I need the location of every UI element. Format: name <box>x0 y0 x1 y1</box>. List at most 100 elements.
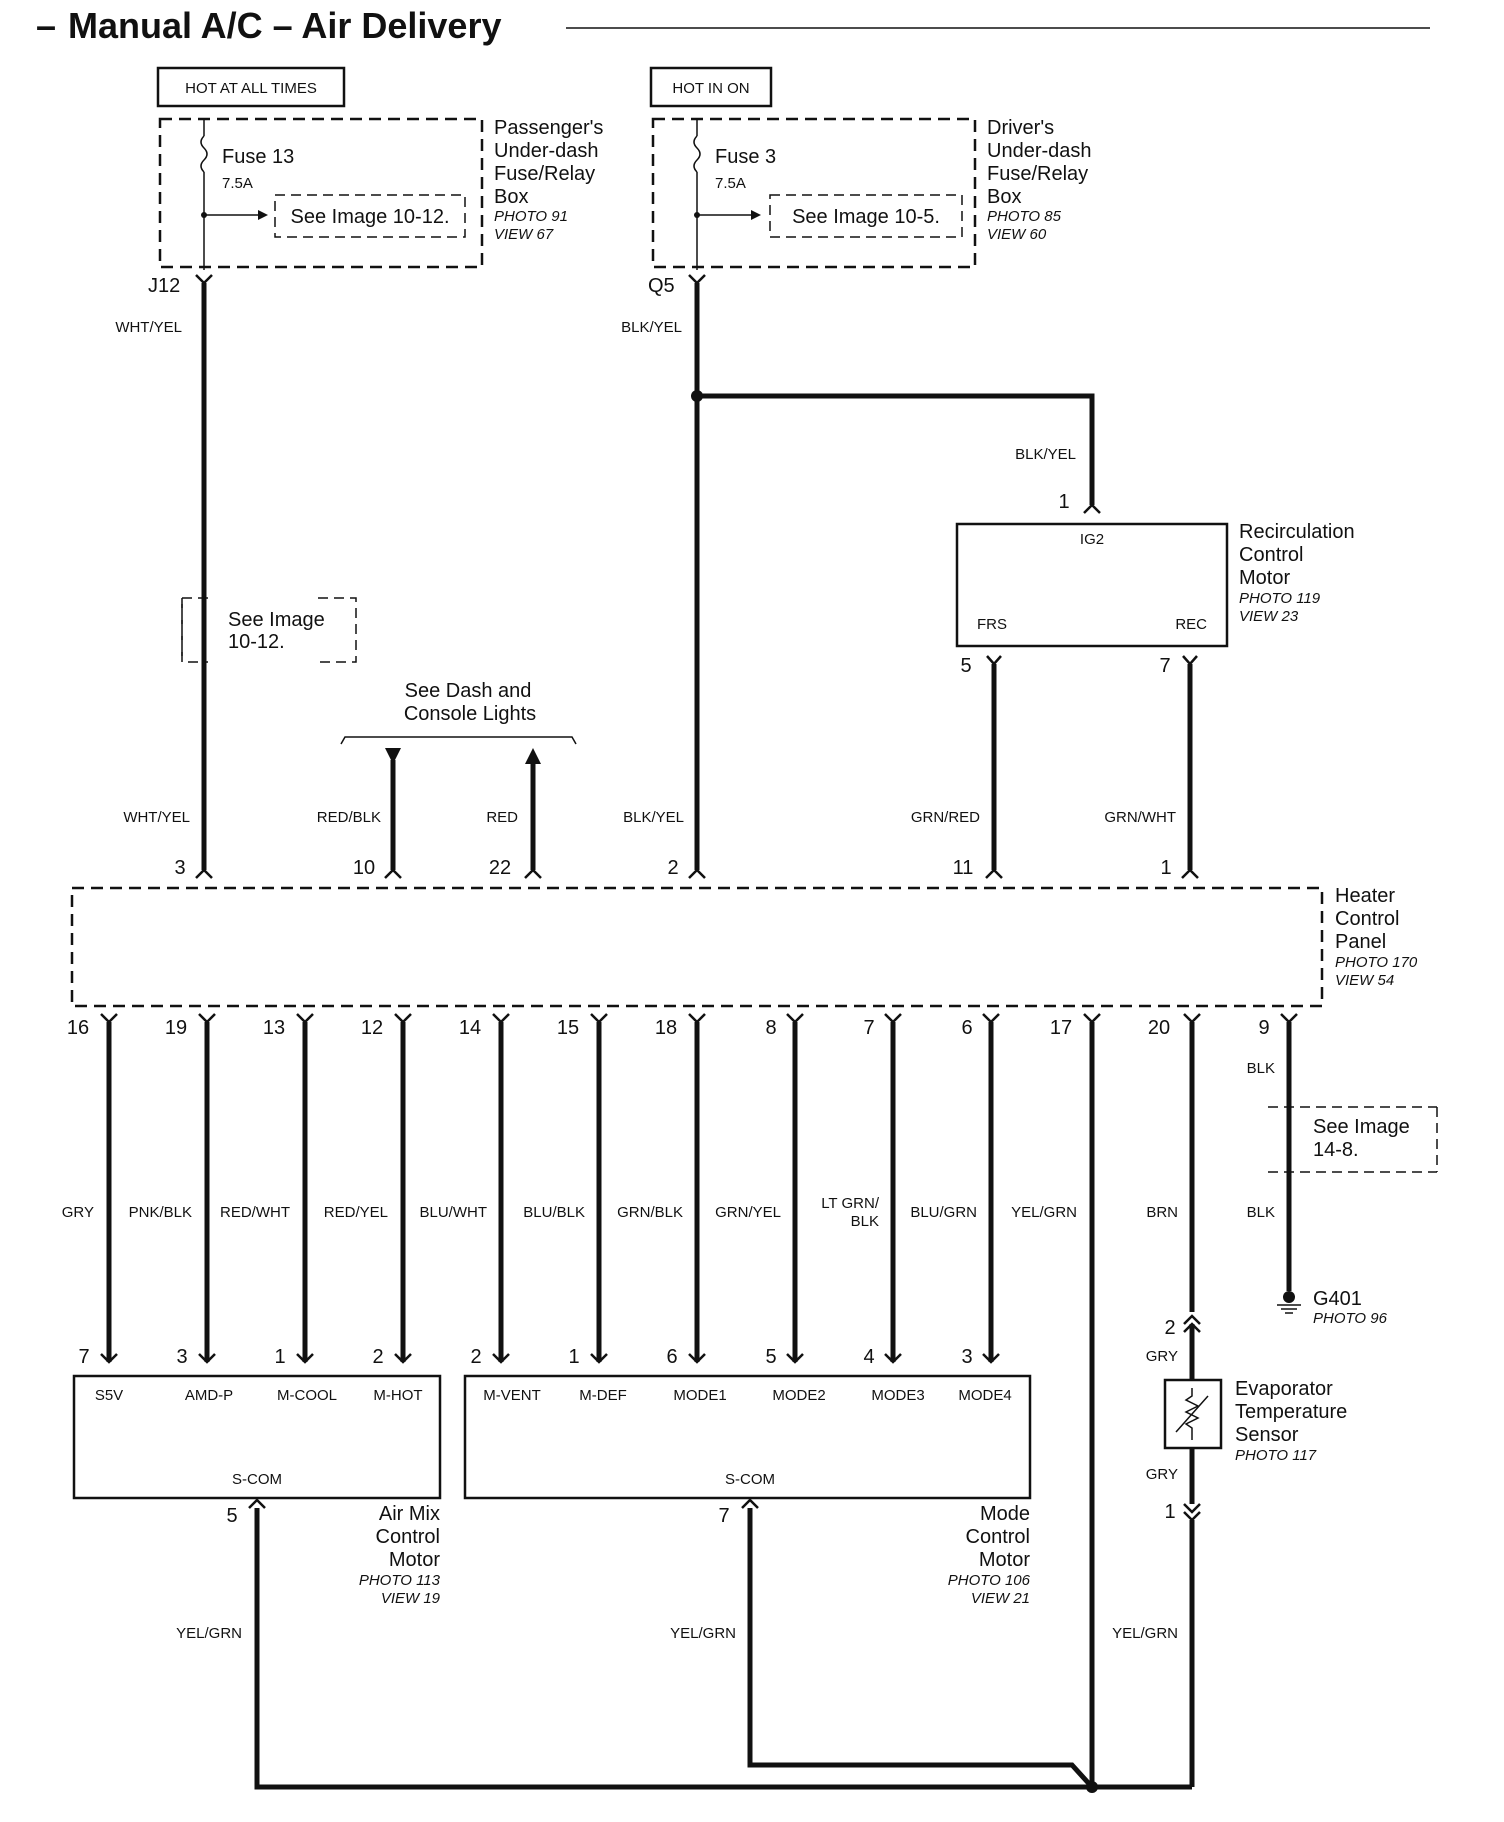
fuse-13-rating: 7.5A <box>222 175 253 192</box>
driver-box-view: VIEW 60 <box>987 226 1047 243</box>
svg-text:See Image: See Image <box>1313 1116 1410 1138</box>
recirc-name-1: Recirculation <box>1239 521 1355 543</box>
evap-wire-top: GRY <box>1146 1348 1178 1365</box>
pin-22: 22 <box>489 857 511 879</box>
wire-label-blu-grn: BLU/GRN <box>910 1204 977 1221</box>
terminal-j12 <box>195 274 213 285</box>
wire-label-wht-yel-upper: WHT/YEL <box>115 319 182 336</box>
passenger-box-photo: PHOTO 91 <box>494 208 568 225</box>
evap-pin-1: 1 <box>1164 1501 1175 1523</box>
svg-text:10-12.: 10-12. <box>228 631 285 653</box>
mode-scom-terminal <box>741 1498 759 1509</box>
splice-dot-bottom <box>1086 1781 1098 1793</box>
recirc-view: VIEW 23 <box>1239 608 1299 625</box>
recirc-ig2: IG2 <box>1080 531 1104 548</box>
airmix-term-s-com: S-COM <box>232 1471 282 1488</box>
pin-16: 16 <box>67 1017 89 1039</box>
driver-box-name-3: Fuse/Relay <box>987 163 1088 185</box>
pin-19: 19 <box>165 1017 187 1039</box>
wire-label-grn-yel: GRN/YEL <box>715 1204 781 1221</box>
mode-term-s-com: S-COM <box>725 1471 775 1488</box>
air-mix-motor-box <box>72 1374 442 1500</box>
wire-yel-grn-airmix <box>254 1508 1092 1790</box>
airmix-name-2: Control <box>376 1526 440 1548</box>
passenger-box-view: VIEW 67 <box>494 226 554 243</box>
pin-9: 9 <box>1258 1017 1269 1039</box>
hot-at-all-times-box <box>156 66 346 108</box>
heater-name-1: Heater <box>1335 885 1395 907</box>
pin-10: 10 <box>353 857 375 879</box>
wire-label-red: RED <box>486 809 518 826</box>
ground-name: G401 <box>1313 1288 1362 1310</box>
wire-label-blu-blk: BLU/BLK <box>523 1204 585 1221</box>
heater-name-3: Panel <box>1335 931 1386 953</box>
svg-text:See Image: See Image <box>228 609 325 631</box>
dash-lights-bracket <box>340 736 577 745</box>
pin-6: 6 <box>961 1017 972 1039</box>
wire-label-red-wht: RED/WHT <box>220 1204 290 1221</box>
ground-g401 <box>1277 1291 1301 1314</box>
airmix-photo: PHOTO 113 <box>359 1572 441 1589</box>
wire-label-wht-yel: WHT/YEL <box>123 809 190 826</box>
evap-name-2: Temperature <box>1235 1401 1347 1423</box>
pin-14: 14 <box>459 1017 481 1039</box>
wire-label-yel-grn-airmix: YEL/GRN <box>176 1625 242 1642</box>
recirc-frs: FRS <box>977 616 1007 633</box>
arrow-icon <box>751 210 761 220</box>
wire-label-yel-grn-evap: YEL/GRN <box>1112 1625 1178 1642</box>
mode-pin-1: 1 <box>568 1346 579 1368</box>
evap-name-1: Evaporator <box>1235 1378 1333 1400</box>
mode-term-mode4: MODE4 <box>958 1387 1011 1404</box>
wire-label-lt-grn: LT GRN/ <box>821 1195 880 1212</box>
recirc-name-3: Motor <box>1239 567 1290 589</box>
wire-label-red-yel: RED/YEL <box>324 1204 388 1221</box>
driver-box-name-2: Under-dash <box>987 140 1092 162</box>
mode-view: VIEW 21 <box>971 1590 1030 1607</box>
airmix-pin-7: 7 <box>78 1346 89 1368</box>
hot-in-on-box <box>649 66 773 108</box>
mode-name-2: Control <box>966 1526 1030 1548</box>
wire-label-gry: GRY <box>62 1204 94 1221</box>
terminal-q5 <box>688 274 706 285</box>
pin-20: 20 <box>1148 1017 1170 1039</box>
page-title: Manual A/C – Air Delivery <box>68 5 501 46</box>
wire-label-blk-upper: BLK <box>1247 1060 1275 1077</box>
wire-label-blk-yel-upper: BLK/YEL <box>621 319 682 336</box>
wire-label-grn-red: GRN/RED <box>911 809 980 826</box>
see-image-10-12-ref: See Image 10-12. <box>291 206 450 228</box>
evap-name-3: Sensor <box>1235 1424 1299 1446</box>
wire-label-blk-lower: BLK <box>1247 1204 1275 1221</box>
arrow-down-icon <box>385 748 401 764</box>
mode-term-mode1: MODE1 <box>673 1387 726 1404</box>
wire-label-grn-wht: GRN/WHT <box>1104 809 1176 826</box>
recirc-name-2: Control <box>1239 544 1303 566</box>
wire-label-blk-yel: BLK/YEL <box>623 809 684 826</box>
mode-photo: PHOTO 106 <box>948 1572 1031 1589</box>
ground-photo: PHOTO 96 <box>1313 1310 1388 1327</box>
thermistor-icon <box>1163 1378 1223 1450</box>
recirc-pin-7: 7 <box>1159 655 1170 677</box>
evap-wire-bottom: GRY <box>1146 1466 1178 1483</box>
pin-12: 12 <box>361 1017 383 1039</box>
wire-label-grn-blk: GRN/BLK <box>617 1204 683 1221</box>
pin-1: 1 <box>1160 857 1171 879</box>
mode-pin-7: 7 <box>718 1505 729 1527</box>
passenger-box-name-4: Box <box>494 186 528 208</box>
recirc-pin-5: 5 <box>960 655 971 677</box>
recirc-pin-5-terminal <box>986 655 1002 666</box>
pin-13: 13 <box>263 1017 285 1039</box>
passenger-box-name-3: Fuse/Relay <box>494 163 595 185</box>
pin-8: 8 <box>765 1017 776 1039</box>
mode-pin-2: 2 <box>470 1346 481 1368</box>
pin-11: 11 <box>953 857 974 879</box>
pin-15: 15 <box>557 1017 579 1039</box>
svg-text:14-8.: 14-8. <box>1313 1139 1359 1161</box>
heater-photo: PHOTO 170 <box>1335 954 1418 971</box>
mode-name-1: Mode <box>980 1503 1030 1525</box>
passenger-fuse-box: Fuse 13 7.5A See Image 10-12. <box>158 117 484 270</box>
airmix-pin-2: 2 <box>372 1346 383 1368</box>
see-dash-lights-1: See Dash and <box>405 680 532 702</box>
mode-term-m-vent: M-VENT <box>483 1387 541 1404</box>
connector-q5: Q5 <box>648 275 675 297</box>
